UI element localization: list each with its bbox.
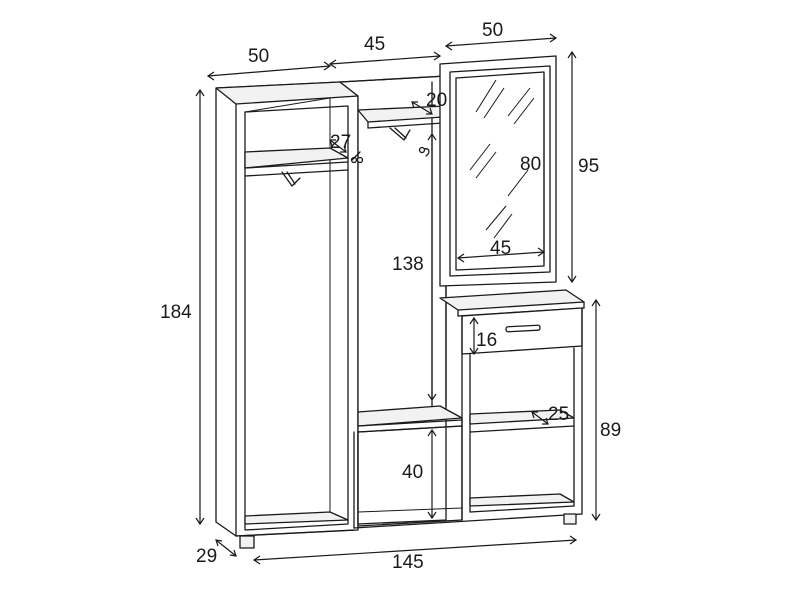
label-top-left-width: 50 [248, 46, 269, 67]
label-upper-compartment: 27 [330, 132, 351, 153]
left-wardrobe [215, 81, 359, 549]
dimension-lines [195, 33, 601, 565]
dimension-labels: 50 45 50 20 27 80 95 45 138 184 16 25 89… [160, 20, 621, 573]
mirror-panel [439, 55, 557, 287]
label-drawer-height: 16 [476, 330, 497, 351]
label-depth: 29 [196, 546, 217, 567]
label-total-height: 184 [160, 302, 192, 323]
label-right-height: 89 [600, 420, 621, 441]
label-mirror-height: 80 [520, 154, 541, 175]
label-shelf-depth: 20 [426, 90, 447, 111]
label-total-width: 145 [392, 552, 424, 573]
label-middle-height: 138 [392, 254, 424, 275]
label-total-mirror-height: 95 [578, 156, 599, 177]
right-cabinet [235, 289, 585, 537]
label-mirror-width: 45 [490, 238, 511, 259]
label-top-right-width: 50 [482, 20, 503, 41]
label-top-middle-width: 45 [364, 34, 385, 55]
label-shelf-gap: 25 [548, 404, 569, 425]
label-bottom-open: 40 [402, 462, 423, 483]
